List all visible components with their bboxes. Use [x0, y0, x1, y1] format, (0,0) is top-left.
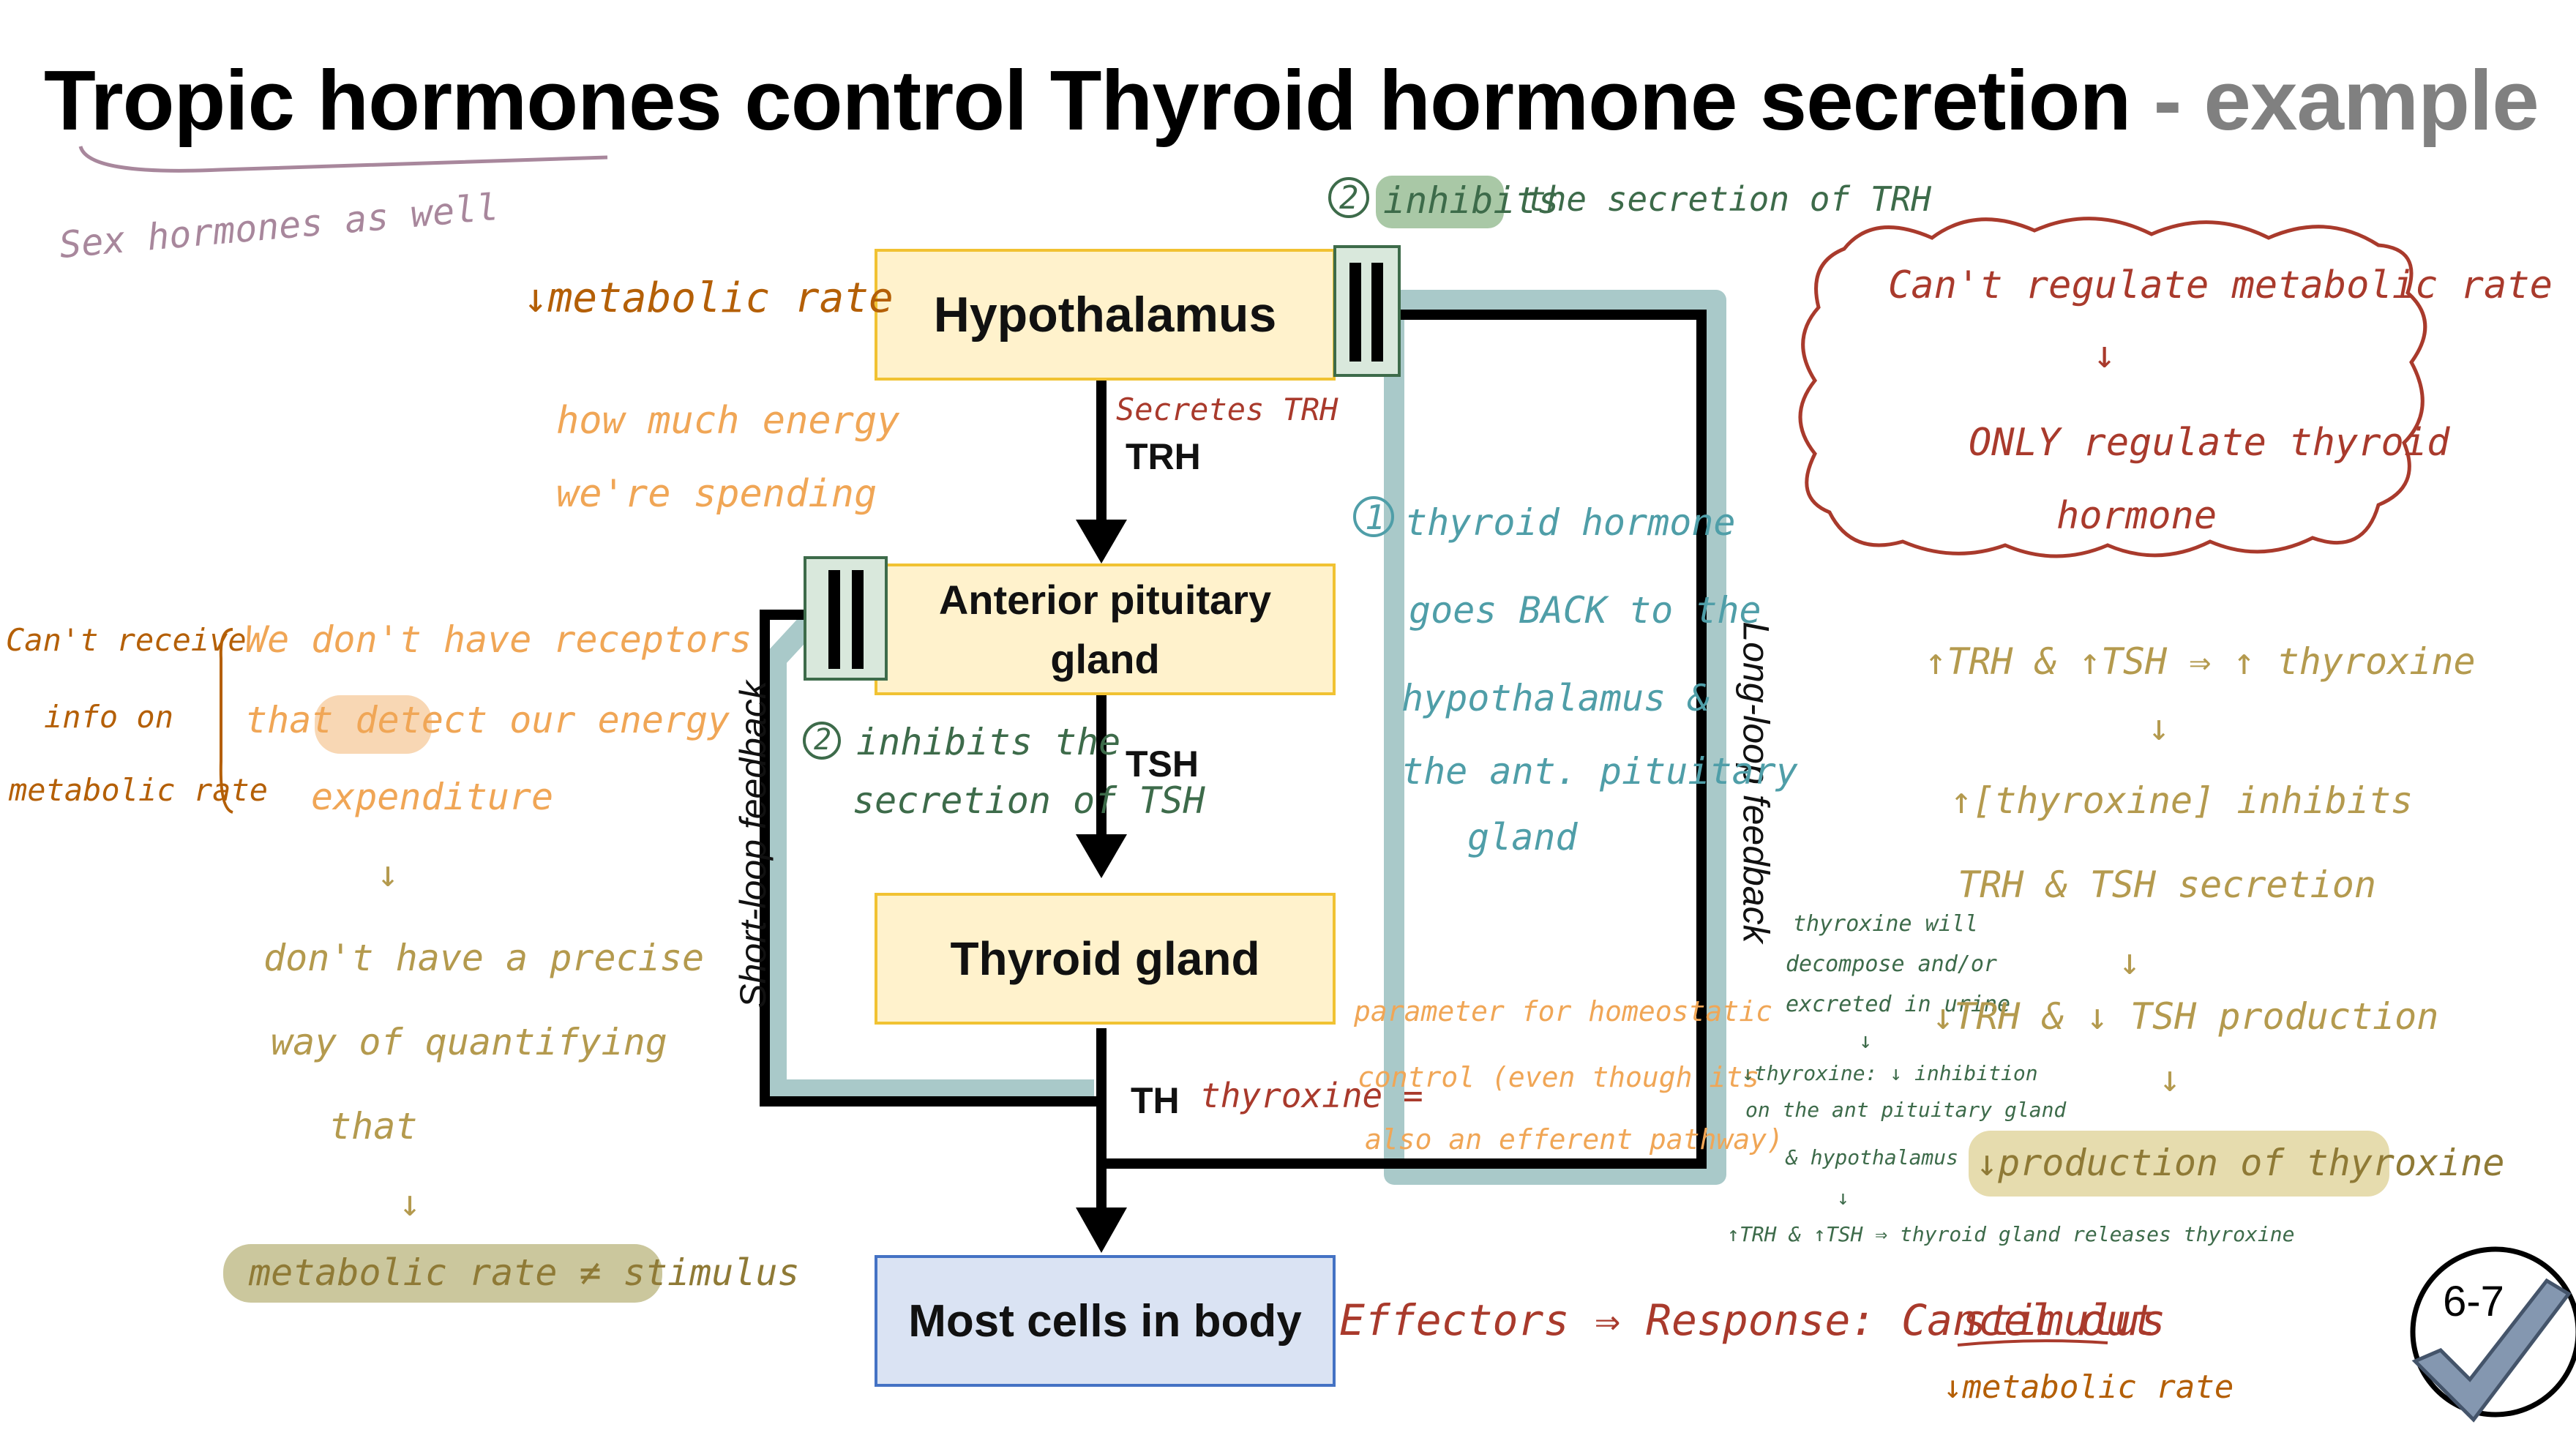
production-note: ↓production of thyroxine	[1976, 1142, 2505, 1184]
tsh-label: TSH	[1126, 744, 1199, 785]
detect-highlight	[315, 695, 432, 754]
inhibits-tsh-line-2: secretion of TSH	[853, 779, 1205, 822]
thyroxine-note: thyroxine =	[1200, 1076, 1423, 1115]
thyroid-box: Thyroid gland	[875, 893, 1336, 1025]
precise-line-3: that	[329, 1105, 418, 1147]
cloud-line-4: hormone	[2056, 494, 2217, 538]
energy-line-1: how much energy	[556, 399, 900, 443]
right-chain-5: ↓	[2119, 940, 2141, 983]
metabolic-rate-note: ↓metabolic rate	[523, 274, 894, 322]
thyroid-back-1: thyroid hormone	[1405, 501, 1736, 544]
secretes-trh-note: Secretes TRH	[1116, 392, 1338, 427]
receptors-line-1: We don't have receptors	[245, 618, 752, 661]
decompose-8: ↓	[1837, 1186, 1849, 1210]
num-2-mid: 2	[814, 723, 832, 757]
arrowhead-tsh	[1076, 834, 1127, 878]
hypothalamus-label: Hypothalamus	[933, 287, 1277, 342]
inhibits-trh-note: the secretion of TRH	[1526, 179, 1931, 219]
down-arrow: ↓	[377, 853, 400, 895]
stimulus-note: metabolic rate ≠ stimulus	[249, 1251, 800, 1294]
long-loop-line	[1101, 310, 1707, 1169]
num-1: 1	[1365, 498, 1385, 537]
stimulus-highlight	[223, 1244, 662, 1303]
inhibition-symbol-pituitary	[804, 556, 888, 681]
effectors-note: Effectors ⇒ Response: Cancel out	[1339, 1295, 2157, 1345]
decompose-6: on the ant pituitary gland	[1745, 1098, 2067, 1122]
decompose-4: ↓	[1859, 1028, 1873, 1054]
thyroid-back-2: goes BACK to the	[1409, 589, 1761, 632]
th-label: TH	[1131, 1080, 1180, 1121]
cloud-line-1: Can't regulate metabolic rate	[1888, 263, 2553, 307]
badge-label: 6-7	[2443, 1278, 2504, 1325]
energy-line-2: we're spending	[556, 472, 877, 516]
left-bracket	[219, 628, 233, 814]
short-loop-line	[760, 610, 1101, 1107]
receptors-line-2: that detect our energy	[245, 699, 730, 741]
cant-receive-1: Can't receive	[6, 622, 247, 658]
anterior-pituitary-label: Anterior pituitary gland	[938, 576, 1272, 682]
most-cells-box: Most cells in body	[875, 1255, 1336, 1387]
hypothalamus-box: Hypothalamus	[875, 249, 1336, 381]
page-title: Tropic hormones control Thyroid hormone …	[44, 51, 2539, 149]
title-sub: - example	[2130, 53, 2539, 148]
most-cells-label: Most cells in body	[908, 1295, 1302, 1347]
right-chain-4: TRH & TSH secretion	[1958, 864, 2376, 906]
right-chain-2: ↓	[2148, 706, 2171, 749]
short-loop-label: Short-loop feedback	[732, 681, 774, 1008]
number-circle-1	[1353, 496, 1394, 537]
inhibit-bar	[1371, 263, 1383, 362]
arrowhead-trh	[1076, 520, 1127, 564]
thyroid-back-4: the ant. pituitary	[1401, 750, 1798, 793]
cloud-line-3: ONLY regulate thyroid	[1969, 421, 2450, 465]
title-underline	[78, 146, 608, 173]
parameter-line-2: control (even though its	[1358, 1061, 1760, 1093]
thyroid-back-3: hypothalamus &	[1401, 677, 1710, 719]
right-chain-7: ↓	[2159, 1057, 2182, 1100]
inhibits-tsh-line-1: inhibits the	[856, 721, 1121, 763]
precise-line-2: way of quantifying	[271, 1021, 667, 1063]
cloud-shape	[1798, 217, 2427, 558]
decompose-9: ↑TRH & ↑TSH ⇒ thyroid gland releases thy…	[1727, 1222, 2295, 1246]
inhibit-bar	[1349, 263, 1361, 362]
num-2-top: 2	[1339, 179, 1359, 217]
long-loop-glow	[1384, 290, 1726, 1185]
down-arrow: ↓	[399, 1182, 422, 1224]
number-circle-2-top	[1328, 177, 1369, 218]
arrowhead-th	[1076, 1208, 1127, 1253]
inhibits-highlight	[1376, 176, 1504, 228]
right-chain-6: ↓TRH & ↓ TSH production	[1932, 995, 2439, 1038]
anterior-pituitary-box: Anterior pituitary gland	[875, 564, 1336, 695]
inhibit-bar	[828, 570, 840, 669]
right-chain-3: ↑[thyroxine] inhibits	[1950, 779, 2414, 822]
decompose-3: excreted in urine	[1786, 992, 2011, 1017]
decompose-7: & hypothalamus	[1786, 1145, 1959, 1169]
title-main: Tropic hormones control Thyroid hormone …	[44, 53, 2131, 148]
number-circle-2-mid	[803, 722, 841, 760]
short-loop-glow	[765, 603, 1094, 1101]
cant-receive-3: metabolic rate	[9, 772, 269, 808]
thyroid-back-5: gland	[1467, 816, 1578, 858]
parameter-line-1: parameter for homeostatic	[1354, 995, 1772, 1027]
receptors-line-3: expenditure	[311, 776, 554, 818]
trh-label: TRH	[1126, 436, 1201, 477]
effectors-stimulus: stimulus	[1961, 1295, 2166, 1345]
inhibit-bar	[852, 570, 864, 669]
checkmark-icon	[2411, 1278, 2572, 1423]
right-chain-1: ↑TRH & ↑TSH ⇒ ↑ thyroxine	[1925, 640, 2476, 683]
decompose-2: decompose and/or	[1786, 951, 1997, 977]
cloud-line-2: ↓	[2093, 333, 2116, 377]
parameter-line-3: also an efferent pathway)	[1365, 1123, 1783, 1156]
precise-line-1: don't have a precise	[263, 937, 705, 979]
stimulus-underline	[1957, 1339, 2108, 1347]
production-highlight	[1969, 1131, 2389, 1197]
decompose-5: ↓thyroxine: ↓ inhibition	[1742, 1061, 2038, 1085]
inhibits-highlighted: inhibits	[1383, 179, 1560, 222]
cant-receive-2: info on	[44, 699, 174, 735]
decompose-1: thyroxine will	[1793, 911, 1978, 937]
thyroid-label: Thyroid gland	[950, 932, 1260, 985]
inhibition-symbol-hypothalamus	[1333, 245, 1401, 377]
metabolic-rate-note-2: ↓metabolic rate	[1943, 1368, 2234, 1406]
